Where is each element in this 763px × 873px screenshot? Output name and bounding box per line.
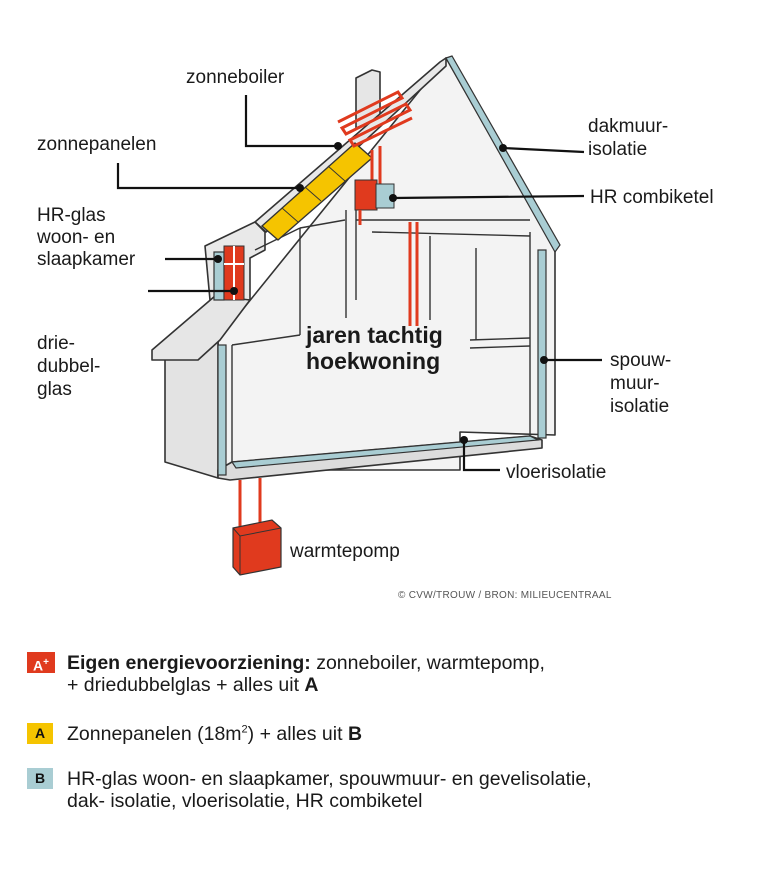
legend-b-text: HR-glas woon- en slaapkamer, spouwmuur- … xyxy=(67,768,592,812)
label-hrglas-3: slaapkamer xyxy=(37,249,136,270)
legend-a-plus: A+ Eigen energievoorziening: zonneboiler… xyxy=(27,652,747,700)
label-driedubbel-1: drie- xyxy=(37,333,75,354)
legend-a-text: Zonnepanelen (18m2) + alles uit B xyxy=(67,723,363,745)
label-warmtepomp: warmtepomp xyxy=(289,541,400,562)
label-hrglas-1: HR-glas xyxy=(37,205,106,226)
floor-insulation xyxy=(230,435,541,469)
label-dakmuur-2: isolatie xyxy=(588,139,647,160)
triple-glass-window xyxy=(223,245,245,301)
legend-b: B HR-glas woon- en slaapkamer, spouwmuur… xyxy=(27,768,747,816)
label-spouw-3: isolatie xyxy=(610,396,669,417)
badge-a-plus: A+ xyxy=(27,652,55,674)
credit: © CVW/TROUW / BRON: MILIEUCENTRAAL xyxy=(398,590,612,601)
label-hrglas-2: woon- en xyxy=(36,227,115,248)
label-dakmuur-1: dakmuur- xyxy=(588,116,668,137)
label-zonnepanelen: zonnepanelen xyxy=(37,134,156,155)
label-driedubbel-3: glas xyxy=(37,379,72,400)
cavity-wall-insulation xyxy=(537,249,547,439)
solar-boiler-coil xyxy=(337,90,413,148)
house-diagram: zonneboiler zonnepanelen HR-glas woon- e… xyxy=(36,55,714,601)
roof-insulation xyxy=(445,55,561,254)
diagram-title-line2: hoekwoning xyxy=(306,348,440,374)
heat-pump xyxy=(232,519,282,576)
label-spouw-2: muur- xyxy=(610,373,660,394)
legend-a: A Zonnepanelen (18m2) + alles uit B xyxy=(27,723,747,747)
badge-b: B xyxy=(27,768,53,789)
label-vloerisolatie: vloerisolatie xyxy=(506,462,606,483)
diagram-title-line1: jaren tachtig xyxy=(305,322,443,348)
badge-a: A xyxy=(27,723,53,744)
cavity-wall-insulation-left xyxy=(217,344,227,476)
combi-boiler xyxy=(354,179,378,211)
label-driedubbel-2: dubbel- xyxy=(37,356,100,377)
label-spouw-1: spouw- xyxy=(610,350,671,371)
legend-a-plus-text: Eigen energievoorziening: zonneboiler, w… xyxy=(67,652,545,696)
label-combiketel: HR combiketel xyxy=(590,187,714,208)
label-zonneboiler: zonneboiler xyxy=(186,67,285,88)
